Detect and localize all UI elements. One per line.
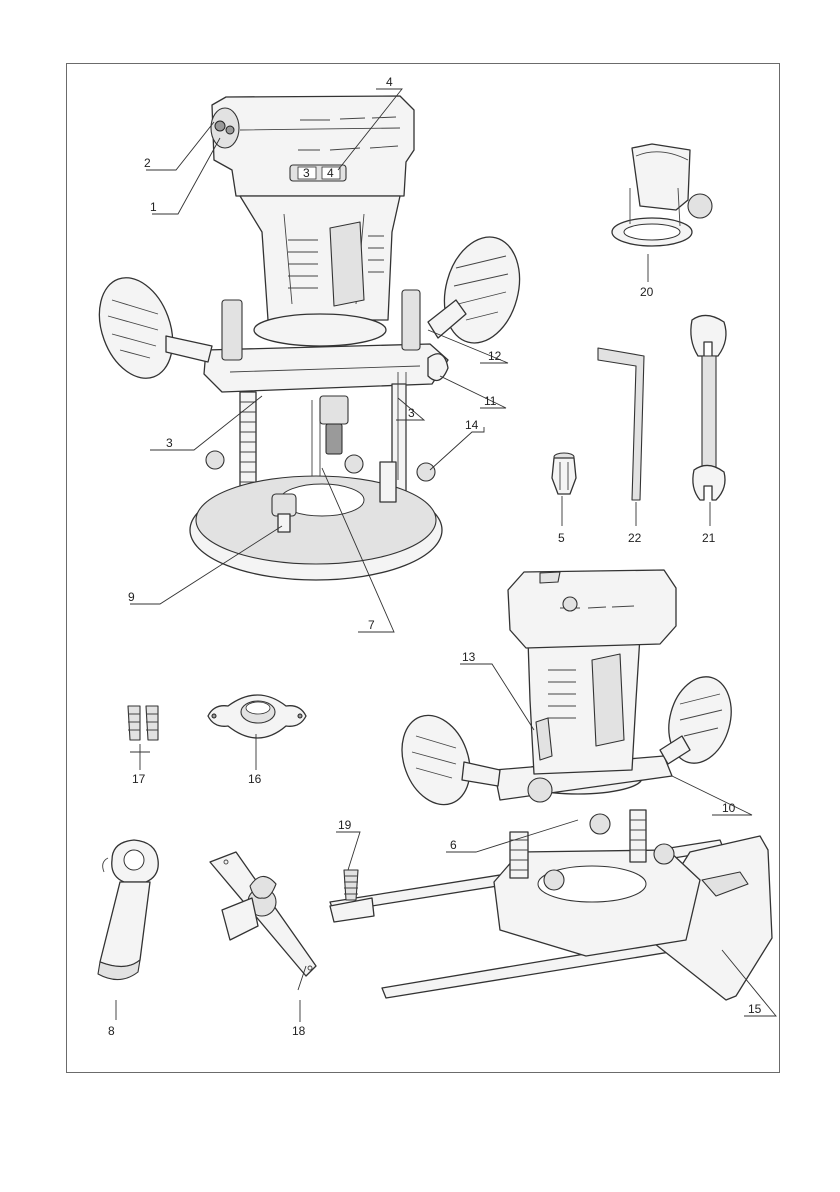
screws-part-17 bbox=[128, 706, 158, 740]
hex-key-part-22 bbox=[598, 348, 644, 500]
callout-10: 10 bbox=[722, 801, 736, 815]
callout-16: 16 bbox=[248, 772, 262, 786]
callout-3-left: 3 bbox=[166, 436, 173, 450]
callout-14: 14 bbox=[465, 418, 479, 432]
on-off-switch bbox=[211, 108, 239, 148]
wrench-part-21 bbox=[691, 315, 726, 500]
callout-9: 9 bbox=[128, 590, 135, 604]
collet-part-5 bbox=[552, 453, 576, 494]
callout-7: 7 bbox=[368, 618, 375, 632]
callout-11: 11 bbox=[484, 394, 497, 408]
router-trim-assembly bbox=[330, 570, 772, 1000]
callout-12: 12 bbox=[488, 349, 502, 363]
callout-3-right: 3 bbox=[408, 406, 415, 420]
callout-20: 20 bbox=[640, 285, 654, 299]
callout-13: 13 bbox=[462, 650, 476, 664]
speed-digit-left: 3 bbox=[303, 166, 310, 180]
callout-19: 19 bbox=[338, 818, 352, 832]
callout-15: 15 bbox=[748, 1002, 762, 1016]
callout-18: 18 bbox=[292, 1024, 306, 1038]
trimmer-guide-part-18 bbox=[210, 852, 316, 976]
dust-extraction-adapter-part-8 bbox=[98, 840, 158, 980]
callout-4: 4 bbox=[386, 75, 393, 89]
callout-6: 6 bbox=[450, 838, 457, 852]
callout-21: 21 bbox=[702, 531, 716, 545]
callout-1: 1 bbox=[150, 200, 157, 214]
callout-22: 22 bbox=[628, 531, 642, 545]
base-plate-part-16 bbox=[208, 695, 306, 738]
guide-bracket-part-20 bbox=[612, 144, 712, 246]
right-handle bbox=[428, 229, 531, 352]
callout-2: 2 bbox=[144, 156, 151, 170]
callout-5: 5 bbox=[558, 531, 565, 545]
left-handle bbox=[86, 268, 212, 389]
speed-control-dial: 3 4 bbox=[290, 165, 346, 181]
router-plunge-assembly: 3 4 bbox=[86, 96, 530, 580]
speed-digit-right: 4 bbox=[327, 166, 334, 180]
callout-8: 8 bbox=[108, 1024, 115, 1038]
callout-17: 17 bbox=[132, 772, 146, 786]
